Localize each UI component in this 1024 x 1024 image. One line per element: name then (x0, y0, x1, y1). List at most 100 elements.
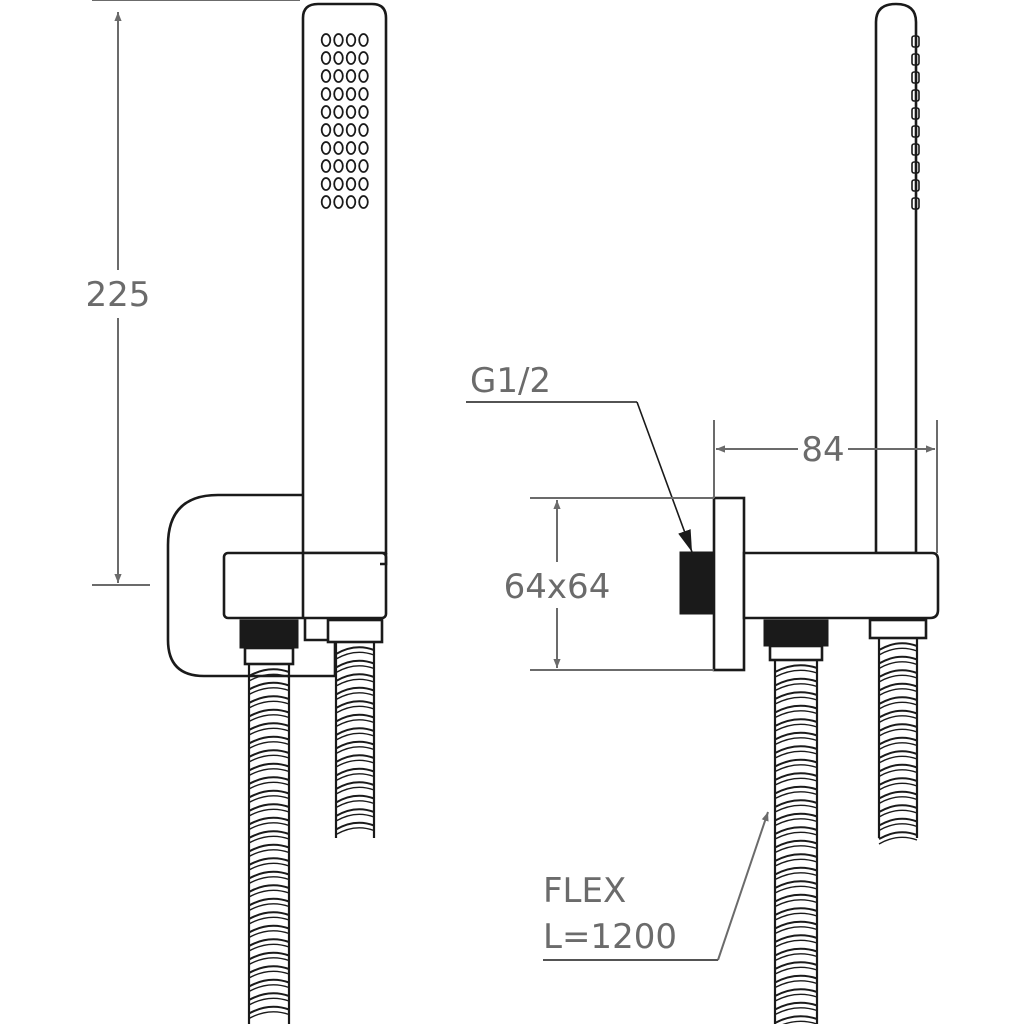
nozzle-dot (320, 141, 332, 155)
nozzle-dot (320, 87, 332, 101)
nozzle-dot (345, 105, 357, 119)
hose-coil (878, 790, 918, 800)
flex-hose-long (247, 664, 291, 1024)
hose-coil-inner (774, 777, 818, 786)
hose-coil (248, 762, 290, 772)
hose-coil-inner (335, 665, 375, 674)
outlet-nut-left (763, 619, 829, 647)
hose-coil (878, 831, 918, 840)
hose-coil (774, 812, 818, 822)
hose-coil-inner (774, 939, 818, 948)
hose-coil (248, 816, 290, 826)
nozzle-dot (358, 159, 369, 173)
hose-coil-inner (774, 966, 818, 975)
hose-coil-inner (774, 831, 818, 840)
hose-coil-inner (774, 818, 818, 827)
hose-coil-inner (878, 688, 918, 697)
hose-coil (878, 655, 918, 665)
hose-coil-inner (774, 804, 818, 813)
hose-coil (774, 907, 818, 916)
hose-coil-inner (878, 769, 918, 778)
hose-coil (774, 772, 818, 781)
hose-coil-inner (774, 669, 818, 678)
hose-coil-inner (878, 782, 918, 791)
nozzle-dot (358, 123, 369, 137)
hose-coil-inner (248, 943, 290, 952)
hose-coil (335, 740, 375, 750)
nozzle-dot (333, 141, 344, 155)
nozzle-dot (358, 105, 369, 119)
depth-dimension: 84 (713, 420, 938, 553)
hose-coil-inner (774, 710, 818, 719)
hose-coil-inner (878, 836, 918, 845)
hose-coil (878, 750, 918, 759)
hose-coil-inner (878, 755, 918, 764)
hose-coil (335, 781, 375, 790)
plate-label: 64x64 (504, 567, 611, 607)
hose-coil (248, 668, 290, 677)
nozzle-dot (320, 105, 332, 119)
hose-coil (248, 735, 290, 745)
hose-coil-inner (774, 737, 818, 746)
hose-coil-inner (782, 1020, 818, 1024)
hose-coil (335, 794, 375, 804)
hose-coil-inner (335, 719, 375, 728)
hand-shower-side-body (874, 2, 918, 555)
nozzle-side (911, 143, 920, 156)
hose-coil-inner (335, 705, 375, 714)
hose-coil (774, 920, 818, 930)
nut-collar-left (243, 646, 295, 666)
height-label: 225 (86, 275, 151, 315)
nozzle-dot (333, 159, 344, 173)
hose-coil (248, 1005, 290, 1015)
hose-coil (774, 988, 818, 997)
hose-coil-inner (878, 809, 918, 818)
nozzle-dot (333, 177, 344, 191)
hose-coil-inner (248, 984, 290, 993)
hose-coil (878, 777, 918, 786)
hose-coil-inner (248, 903, 290, 912)
outlet-collar-left (768, 644, 824, 662)
hose-coil-inner (878, 728, 918, 737)
nozzle-dot (358, 177, 369, 191)
hose-coil-inner (774, 885, 818, 894)
hose-coil (335, 808, 375, 817)
hose-coil-inner (335, 759, 375, 768)
nozzle-dot (320, 69, 332, 83)
hose-coil (335, 659, 375, 669)
hose-coil (248, 965, 290, 974)
thread-nut-right (326, 618, 384, 644)
hose-coil (248, 992, 290, 1001)
hose-coil (774, 704, 818, 714)
hose-coil-inner (335, 800, 375, 809)
flex-callout: FLEX L=1200 (543, 811, 769, 961)
nozzle-side (911, 107, 920, 120)
depth-label: 84 (801, 430, 844, 470)
hose-coil (248, 695, 290, 704)
nozzle-dot (345, 177, 357, 191)
nozzle-dot (333, 33, 344, 47)
hose-coil (774, 1015, 818, 1024)
hose-coil-inner (335, 786, 375, 795)
thread-label: G1/2 (470, 361, 551, 401)
hose-coil (248, 924, 290, 934)
nozzle-dot (358, 87, 369, 101)
nozzle-side (911, 197, 920, 210)
hose-coil (248, 911, 290, 920)
nozzle-side (911, 53, 920, 66)
hose-coil-inner (774, 980, 818, 989)
nozzle-dot (320, 51, 332, 65)
nozzle-dot (345, 33, 357, 47)
nozzle-dot (358, 69, 369, 83)
outlet-nut-right (868, 618, 928, 640)
hose-coil-inner (248, 754, 290, 763)
flex-hose-side-short (877, 638, 919, 845)
hose-coil (774, 785, 818, 795)
hose-coil-inner (248, 741, 290, 750)
hose-coil-inner (248, 714, 290, 723)
hose-coil-inner (335, 813, 375, 822)
hose-coil (248, 722, 290, 731)
nozzle-dot (358, 141, 369, 155)
hose-coil (248, 803, 290, 812)
hose-coil-inner (774, 1007, 818, 1016)
